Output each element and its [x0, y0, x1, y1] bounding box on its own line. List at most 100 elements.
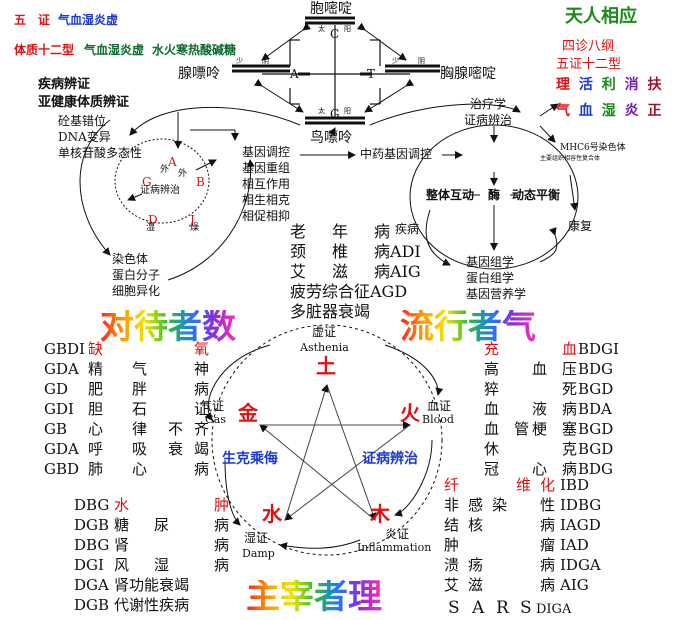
element-metal: 金 — [238, 401, 258, 425]
tag-shi: 湿 — [146, 223, 156, 233]
element-earth: 土 — [316, 354, 336, 378]
blood-cn: 血证 — [427, 399, 452, 413]
mid-item-4: 相生相克 — [242, 193, 291, 207]
therapeutics: 治疗学 — [470, 97, 507, 111]
grid-right-row-2: 高血压BDG — [484, 360, 614, 378]
four-diagnoses: 四诊八纲 — [562, 39, 615, 54]
therapy-li: 理 — [556, 77, 570, 93]
grid-right-row-3: 猝死BGD — [484, 380, 614, 398]
mhc-label: MHC6号染色体 — [560, 143, 626, 153]
heading-bottom: 主宰者理 — [246, 577, 382, 617]
therapy-zheng: 正 — [647, 103, 662, 119]
therapy-row-2: 气 血 湿 炎 正 — [556, 104, 662, 118]
right-disease: 疾病 — [395, 222, 420, 236]
yin-left: 阴 — [262, 57, 269, 65]
grid-right-row-7: 冠心病BDG — [484, 460, 614, 478]
five-syndromes-twelve: 五证十二型 — [556, 57, 622, 72]
dna-diagonal-arrows — [253, 22, 415, 113]
base-g: G — [330, 107, 340, 121]
node-g: G — [142, 175, 152, 189]
enzyme: 酶 — [488, 188, 501, 202]
therapy-xue: 血 — [578, 103, 593, 119]
element-water: 水 — [262, 502, 282, 526]
guanine-label: 鸟嘌呤 — [310, 130, 352, 146]
therapy-xiao: 消 — [624, 77, 639, 93]
gas-en: Gas — [205, 413, 226, 426]
therapy-huo: 活 — [578, 77, 593, 93]
tcm-gene-regulation: 中药基因调控 — [360, 147, 433, 161]
node-b: B — [196, 175, 205, 189]
therapy-qi: 气 — [556, 103, 570, 119]
generation-restraint: 生克乘侮 — [222, 451, 278, 467]
five-syndromes-list: 气血湿炎虚 — [58, 13, 119, 27]
asthenia-cn: 虚证 — [312, 325, 337, 339]
harmony-title: 天人相应 — [565, 6, 637, 27]
therapy-yan: 炎 — [624, 103, 639, 119]
mid-item-2: 基因重组 — [242, 161, 291, 175]
yang-bottom: 阳 — [344, 107, 351, 115]
genomics: 基因组学 — [466, 255, 515, 269]
therapy-fu: 扶 — [647, 77, 662, 93]
tag-zao: 燥 — [190, 223, 200, 233]
damp-en: Damp — [242, 547, 275, 560]
base-c: C — [330, 27, 340, 41]
tag-wai-2: 外 — [160, 165, 170, 175]
therapy-li2: 利 — [601, 77, 616, 93]
left-bottom-2: 蛋白分子 — [112, 268, 161, 282]
pentagram — [259, 384, 411, 521]
node-d: D — [148, 213, 158, 227]
tai-top: 太 — [318, 25, 325, 33]
proteomics: 蛋白组学 — [466, 271, 515, 285]
tai-bottom: 太 — [318, 107, 325, 115]
element-wood: 木 — [370, 502, 390, 526]
right-syndrome-treatment: 证病辨治 — [464, 113, 513, 127]
blood-en: Blood — [422, 413, 454, 426]
left-bottom-1: 染色体 — [112, 252, 149, 266]
gas-cn: 气证 — [200, 399, 225, 413]
thymine-label: 胸腺嘧啶 — [440, 66, 496, 82]
left-item-1: 砼基错位 — [58, 114, 107, 128]
tag-wai-1: 外 — [178, 169, 188, 179]
damp-cn: 湿证 — [244, 531, 269, 545]
constitution-twelve: 体质十二型 — [14, 43, 75, 57]
left-item-2: DNA变异 — [58, 130, 111, 144]
center-row-2: 颈椎病ADI — [290, 242, 421, 261]
mhc-description: 主要组织相容性复合体 — [540, 155, 601, 162]
asthenia-en: Asthenia — [300, 341, 349, 354]
nutrigenomics: 基因营养学 — [466, 287, 527, 301]
yin-right: 阴 — [418, 57, 425, 65]
left-item-3: 单核苷酸多态性 — [58, 146, 143, 160]
therapy-row-1: 理 活 利 消 扶 — [556, 78, 662, 92]
constitution-list-a: 气血湿炎虚 — [84, 43, 145, 57]
base-a: A — [290, 67, 299, 81]
cytosine-label: 胞嘧啶 — [310, 1, 352, 17]
shao-left: 少 — [236, 57, 243, 65]
mid-item-3: 相互作用 — [242, 177, 291, 191]
left-cycle-center: 证病辨治 — [140, 185, 180, 196]
yang-top: 阳 — [344, 25, 351, 33]
node-j: J — [190, 213, 195, 227]
mid-item-1: 基因调控 — [242, 145, 291, 159]
mid-item-5: 相促相抑 — [242, 209, 291, 223]
center-row-5: 多脏器衰竭 — [290, 302, 371, 321]
recovery: 康复 — [568, 219, 593, 233]
grid-right-row-1: 充血BDGI — [484, 340, 619, 358]
grid-right-row-5: 血管梗塞BGD — [484, 420, 614, 438]
